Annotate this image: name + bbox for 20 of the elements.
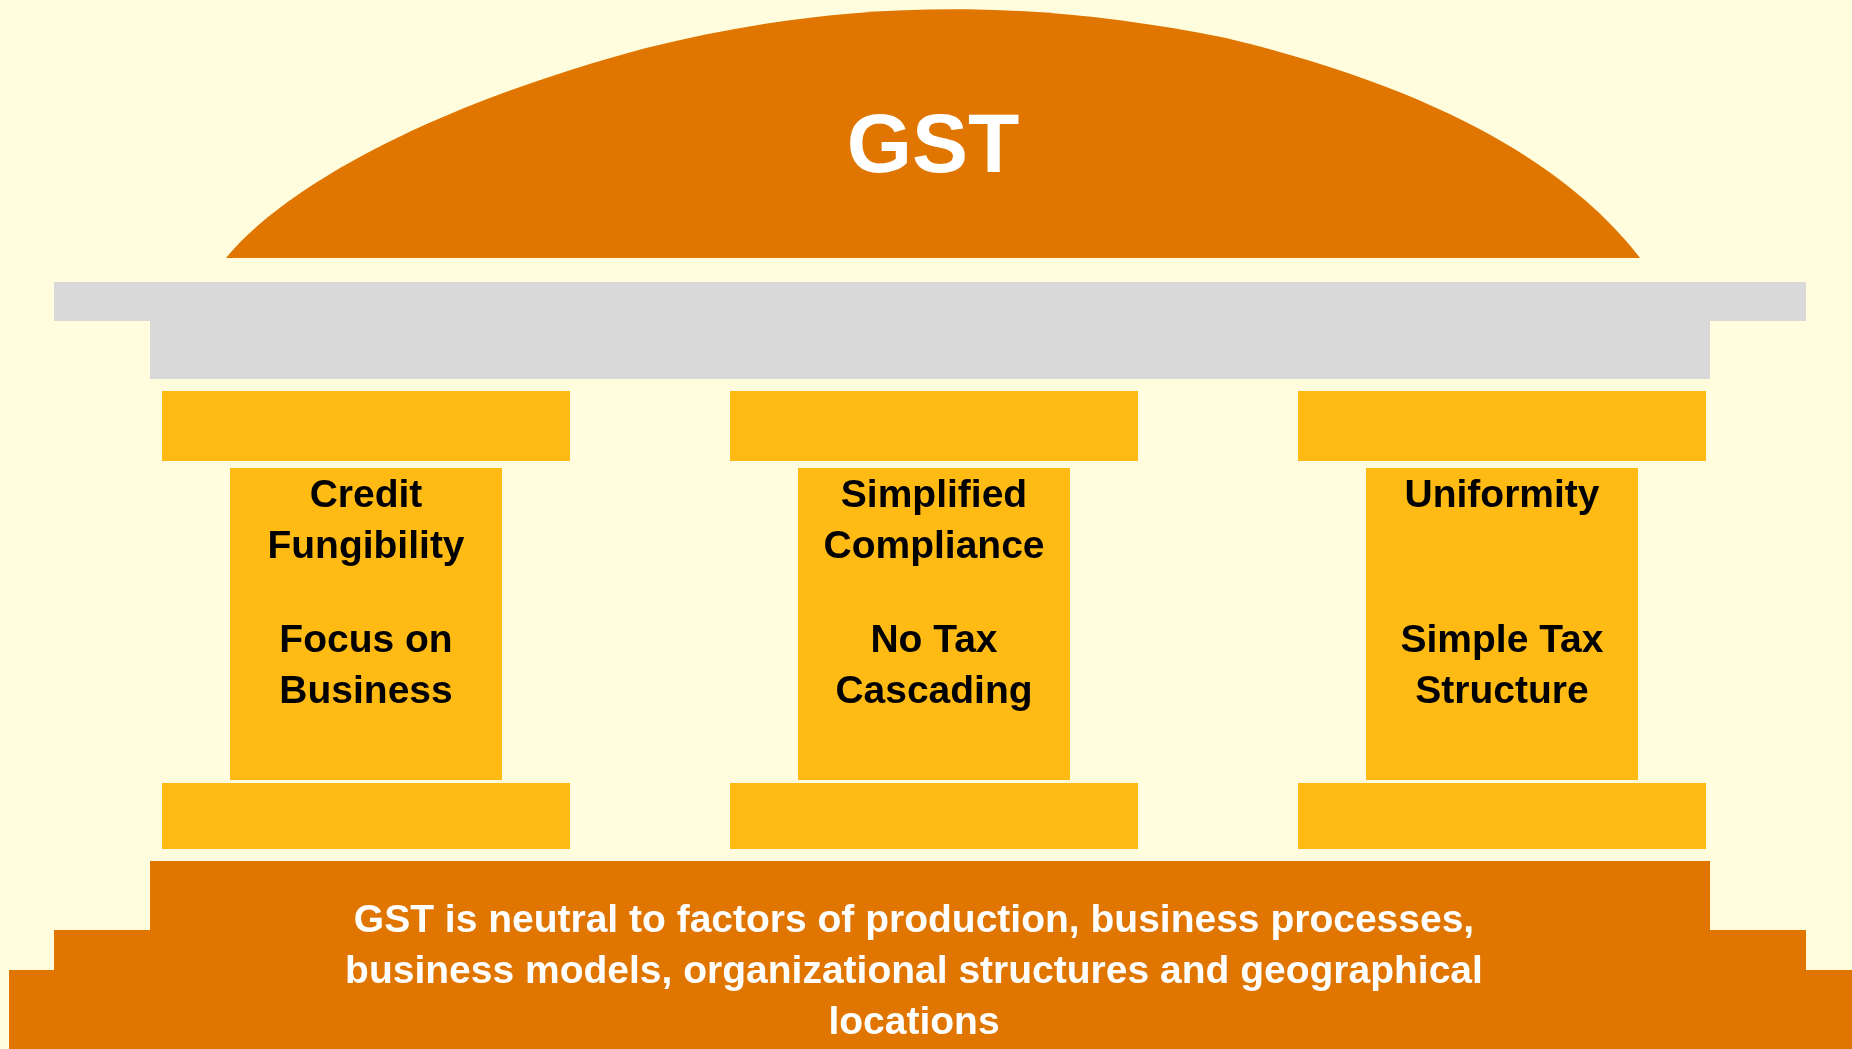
pillar-label: Simplified Compliance bbox=[822, 471, 1046, 568]
column-capital bbox=[162, 391, 570, 461]
pillar bbox=[1366, 468, 1638, 780]
title-text: GST bbox=[845, 95, 1021, 192]
column-capital bbox=[1298, 391, 1706, 461]
column-base bbox=[730, 783, 1138, 849]
pillar-label: Focus on Business bbox=[278, 616, 454, 713]
pillar-label: Credit Fungibility bbox=[266, 471, 466, 568]
roof-beam bbox=[54, 282, 1806, 379]
column-capital bbox=[730, 391, 1138, 461]
column-base bbox=[1298, 783, 1706, 849]
stepped-base bbox=[9, 861, 1852, 1049]
pillar-label: Simple Tax Structure bbox=[1399, 616, 1605, 713]
base-text: GST is neutral to factors of production, business processes, business models, organizational structures and geographical locations bbox=[344, 896, 1484, 1044]
pillar-label: No Tax Cascading bbox=[834, 616, 1034, 713]
pillar-label: Uniformity bbox=[1403, 471, 1601, 517]
dome-roof bbox=[226, 8, 1640, 258]
column-base bbox=[162, 783, 570, 849]
pillar bbox=[798, 468, 1070, 780]
pillar bbox=[230, 468, 502, 780]
